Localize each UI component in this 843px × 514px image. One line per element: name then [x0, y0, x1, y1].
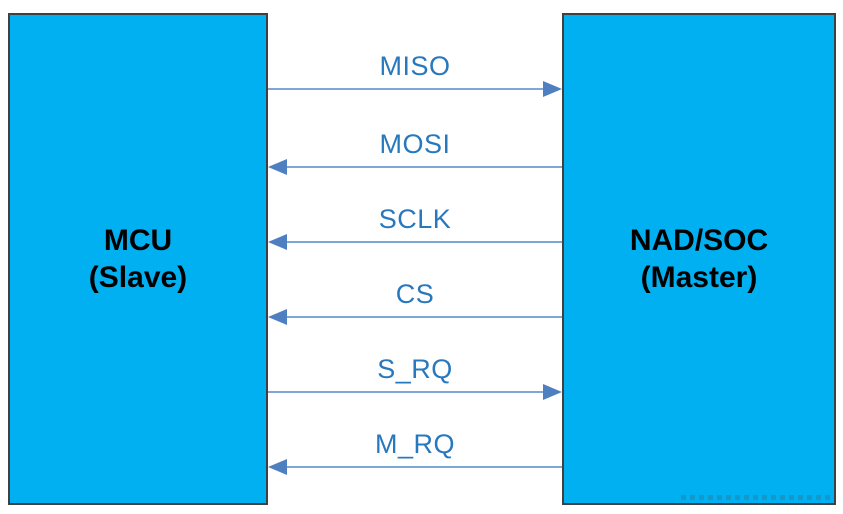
nad-soc-master-box: NAD/SOC (Master) — [562, 13, 836, 505]
arrow-line — [283, 316, 562, 318]
signal-label: MISO — [379, 51, 451, 81]
nad-soc-box-title: NAD/SOC — [629, 224, 769, 257]
signal-label: CS — [395, 279, 435, 309]
arrow-line — [283, 241, 562, 243]
watermark-smudge — [681, 495, 831, 500]
arrow-head-icon — [268, 309, 287, 325]
arrow-line — [268, 88, 547, 90]
mcu-box-subtitle: (Slave) — [88, 261, 188, 294]
signal-label: MOSI — [379, 129, 451, 159]
signal-row-m_rq: M_RQ — [268, 426, 562, 476]
arrow-head-icon — [543, 81, 562, 97]
signal-label: SCLK — [378, 204, 452, 234]
arrow-line — [268, 391, 547, 393]
signal-label: M_RQ — [374, 429, 455, 459]
signal-row-sclk: SCLK — [268, 201, 562, 251]
signal-label: S_RQ — [377, 354, 453, 384]
mcu-slave-box: MCU (Slave) — [8, 13, 268, 505]
arrow-line — [283, 466, 562, 468]
signal-row-s_rq: S_RQ — [268, 351, 562, 401]
arrow-head-icon — [268, 234, 287, 250]
arrow-head-icon — [268, 459, 287, 475]
nad-soc-box-label: NAD/SOC (Master) — [564, 222, 834, 296]
signal-row-miso: MISO — [268, 48, 562, 98]
arrow-head-icon — [543, 384, 562, 400]
arrow-line — [283, 166, 562, 168]
mcu-box-title: MCU — [103, 224, 173, 257]
signal-row-cs: CS — [268, 276, 562, 326]
signal-row-mosi: MOSI — [268, 126, 562, 176]
arrow-head-icon — [268, 159, 287, 175]
nad-soc-box-subtitle: (Master) — [640, 261, 758, 294]
mcu-box-label: MCU (Slave) — [10, 222, 266, 296]
